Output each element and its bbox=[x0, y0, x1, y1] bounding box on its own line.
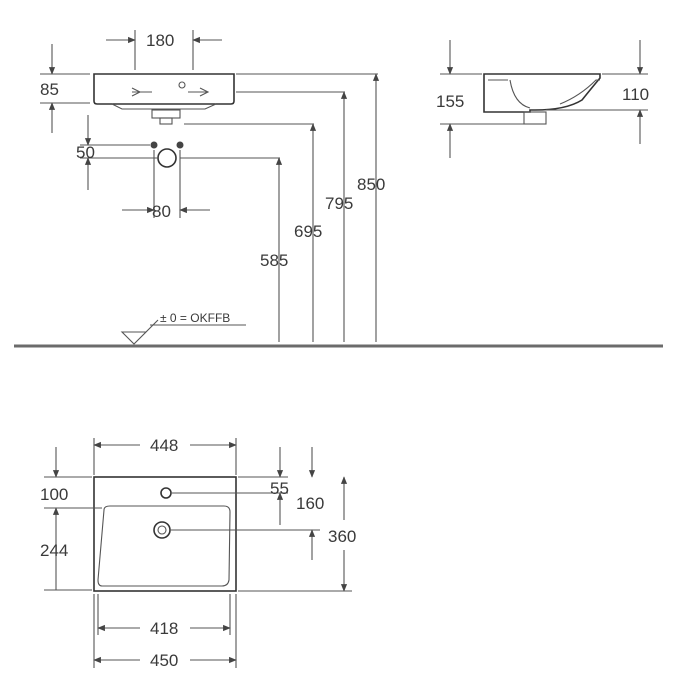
top-view: 448 100 244 55 160 360 418 bbox=[40, 436, 356, 670]
dim-overall-width: 450 bbox=[150, 651, 178, 670]
top-basin-inner bbox=[97, 505, 231, 587]
supply-valve-right bbox=[176, 141, 184, 149]
dim-depth-total: 155 bbox=[436, 92, 464, 111]
dim-depth-basin: 110 bbox=[622, 85, 649, 104]
top-drain-outer bbox=[153, 521, 171, 539]
dim-overall-depth: 360 bbox=[328, 527, 356, 546]
top-tap-hole bbox=[160, 487, 172, 499]
dim-back-margin: 100 bbox=[40, 485, 68, 504]
dim-rim-height: 85 bbox=[40, 80, 59, 99]
floor-label: ± 0 = OKFFB bbox=[160, 311, 230, 325]
side-basin-outline bbox=[483, 73, 601, 113]
side-waste-fitting bbox=[523, 111, 547, 125]
side-view: 155 110 bbox=[436, 40, 649, 158]
dim-tap-hole-offset: 55 bbox=[270, 479, 289, 498]
supply-valve-left bbox=[150, 141, 158, 149]
front-tap-left bbox=[131, 87, 152, 97]
dim-rim-top-height: 795 bbox=[325, 194, 353, 213]
tap-hole-mark bbox=[178, 81, 186, 89]
dim-supply-offset: 50 bbox=[76, 143, 95, 162]
dim-supply-height: 695 bbox=[294, 222, 322, 241]
waste-fitting bbox=[151, 109, 181, 119]
dim-supply-spacing: 80 bbox=[152, 202, 171, 221]
dim-inner-width: 418 bbox=[150, 619, 178, 638]
dim-overall-width-top: 448 bbox=[150, 436, 178, 455]
dim-waste-height: 585 bbox=[260, 251, 288, 270]
dim-tap-spacing: 180 bbox=[146, 31, 174, 50]
top-drain-inner bbox=[157, 525, 167, 535]
dim-overflow-offset: 160 bbox=[296, 494, 324, 513]
floor-level-symbol bbox=[120, 319, 159, 345]
waste-fitting-lower bbox=[159, 117, 173, 125]
dim-overall-height: 850 bbox=[357, 175, 385, 194]
front-basin-outline bbox=[93, 73, 235, 105]
side-basin-inner bbox=[488, 79, 600, 109]
dim-inner-depth: 244 bbox=[40, 541, 68, 560]
waste-outlet bbox=[157, 148, 177, 168]
front-basin-inner bbox=[111, 103, 217, 110]
front-tap-right bbox=[188, 87, 210, 97]
top-basin-outline bbox=[93, 476, 237, 592]
front-view: 180 85 50 80 585 695 795 85 bbox=[40, 30, 385, 345]
